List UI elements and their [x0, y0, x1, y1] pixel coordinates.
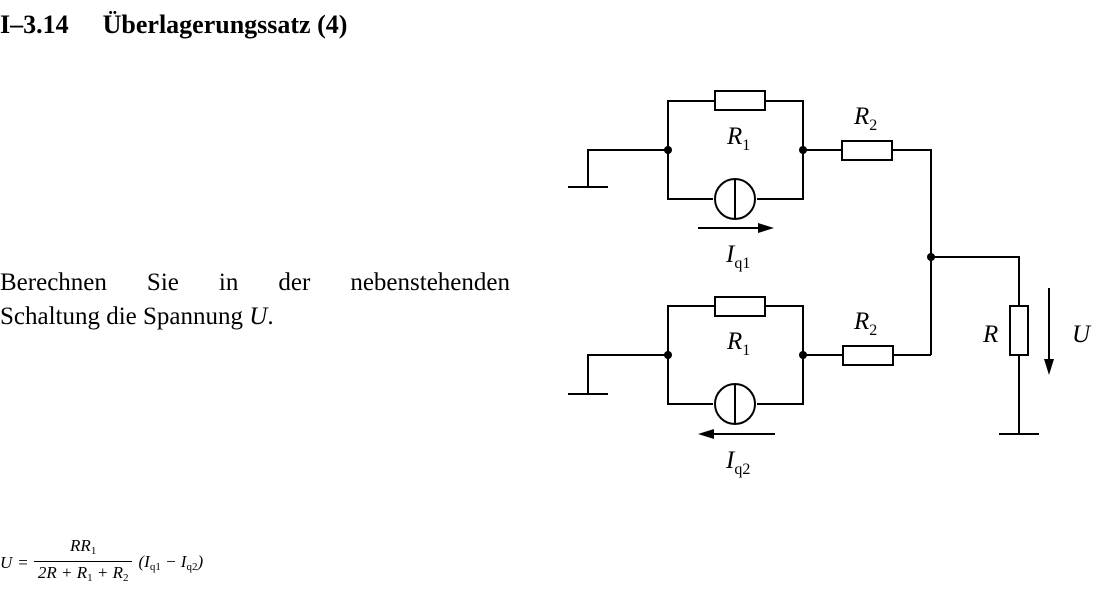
label-r2-top: R2 — [853, 103, 877, 134]
resistor-r2-top — [841, 140, 893, 161]
task-line-2-prefix: Schaltung die Spannung — [0, 303, 244, 330]
formula-currents: (Iq1 − Iq2) — [138, 552, 204, 573]
label-u: U — [1072, 321, 1092, 348]
task-text: Berechnen Sie in der nebenstehenden Scha… — [0, 266, 510, 334]
node-junction — [927, 253, 935, 261]
node-upper-left — [664, 146, 672, 154]
task-title: Überlagerungssatz (4) — [102, 10, 348, 39]
arrowhead-u — [1044, 359, 1054, 375]
resistor-r-load — [1009, 305, 1029, 356]
label-r2-bottom: R2 — [853, 308, 877, 339]
node-lower-right — [799, 351, 807, 359]
label-iq1: Iq1 — [725, 241, 750, 272]
wire-upper-ground — [568, 149, 668, 188]
label-r1-bottom: R1 — [726, 328, 750, 359]
task-line-2: Schaltung die Spannung U. — [0, 300, 510, 334]
page-title: I–3.14 Überlagerungssatz (4) — [0, 10, 347, 40]
label-iq2: Iq2 — [725, 447, 750, 478]
label-r-load: R — [982, 321, 998, 348]
arrowhead-iq1 — [758, 223, 774, 233]
task-variable-u: U — [249, 303, 268, 330]
formula-lhs: U — [0, 552, 13, 572]
label-r1-top: R1 — [726, 123, 750, 154]
resistor-r2-bottom — [842, 345, 894, 366]
formula-numerator: RR1 — [70, 536, 97, 557]
formula-denominator: 2R + R1 + R2 — [33, 561, 133, 589]
resistor-r1-top — [714, 90, 766, 111]
solution-formula: U = RR1 2R + R1 + R2 (Iq1 − Iq2) — [0, 536, 203, 589]
task-line-1: Berechnen Sie in der nebenstehenden — [0, 269, 510, 296]
wire-load — [931, 256, 1039, 435]
wire-upper-r2 — [803, 149, 932, 355]
node-upper-right — [799, 146, 807, 154]
node-lower-left — [664, 351, 672, 359]
wire-lower-ground — [568, 354, 668, 395]
task-line-2-suffix: . — [267, 303, 274, 330]
formula-fraction: RR1 2R + R1 + R2 — [33, 536, 133, 589]
resistor-r1-bottom — [714, 296, 766, 317]
task-number: I–3.14 — [0, 10, 69, 39]
formula-equals: = — [18, 552, 28, 572]
arrowhead-iq2 — [698, 429, 714, 439]
